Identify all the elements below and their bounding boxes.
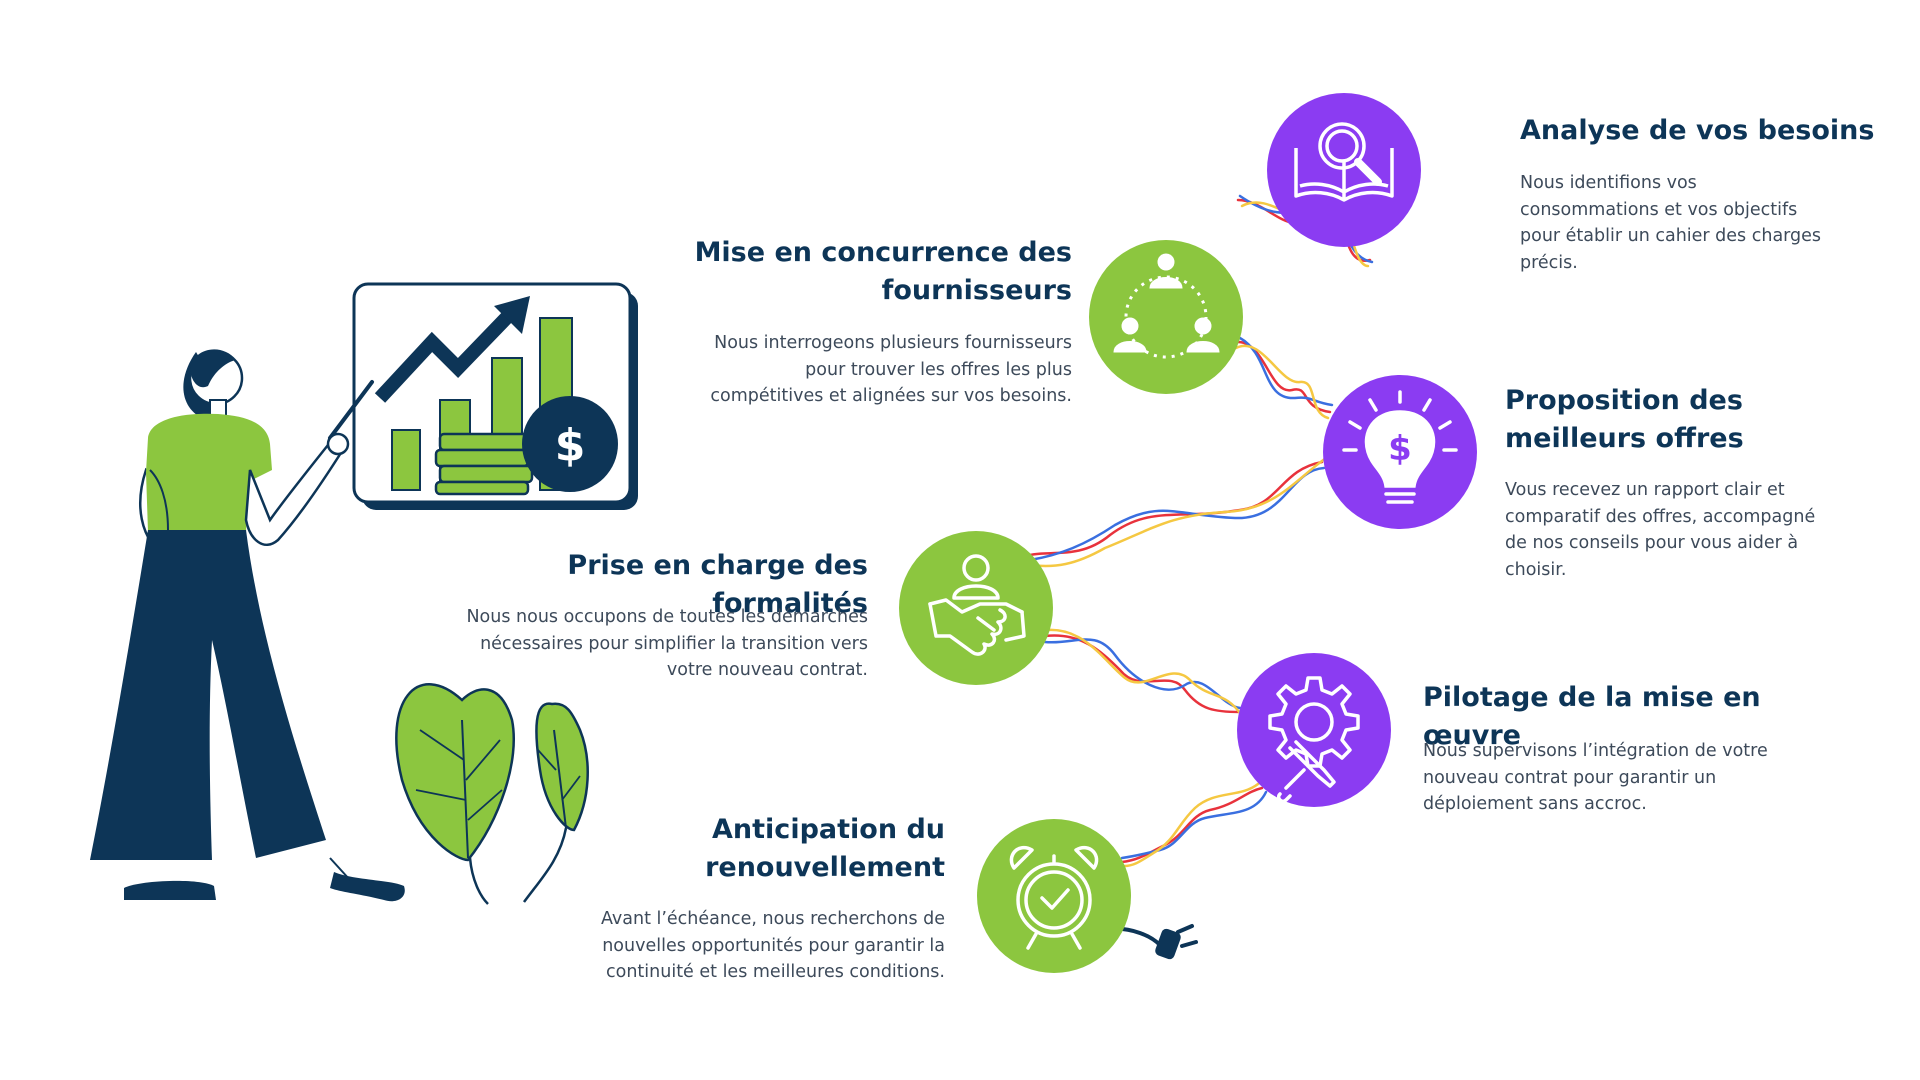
wire-prise-to-pilotage	[1043, 628, 1244, 718]
wire-proposition-to-prise	[1028, 456, 1328, 568]
wire-pilotage-to-anticipation	[1120, 782, 1268, 868]
lightbulb-dollar-icon	[1342, 390, 1458, 504]
network-people-icon	[1113, 253, 1220, 359]
step-title: Mise en concurrence des fournisseurs	[694, 237, 1072, 306]
alarm-clock-icon	[1009, 846, 1099, 950]
step-description: Avant l’échéance, nous recherchons de no…	[600, 909, 945, 982]
step-description: Nous supervisons l’intégration de votre …	[1423, 741, 1768, 814]
step-node-anticipation	[977, 819, 1131, 973]
wire-mise-to-proposition	[1234, 336, 1334, 420]
step-node-prise	[899, 531, 1053, 685]
plant-decoration	[395, 683, 589, 905]
step-description: Nous nous occupons de toutes les démarch…	[466, 607, 868, 680]
connector-wires	[1028, 194, 1374, 960]
step-title: Analyse de vos besoins	[1520, 115, 1875, 146]
gear-wrench-icon	[1268, 676, 1360, 804]
step-title: Pilotage de la mise en œuvre	[1423, 682, 1761, 751]
step-node-pilotage	[1237, 653, 1391, 807]
step-node-analyse	[1267, 93, 1421, 247]
book-magnifier-icon	[1294, 122, 1394, 202]
step-title: Proposition des meilleurs offres	[1505, 385, 1744, 454]
step-node-mise	[1089, 240, 1243, 394]
step-description: Nous interrogeons plusieurs fournisseurs…	[710, 333, 1072, 406]
step-description: Vous recevez un rapport clair et compara…	[1505, 480, 1816, 580]
step-node-proposition: $	[1323, 375, 1477, 529]
step-title: Prise en charge des formalités	[567, 550, 868, 619]
coin-dollar-symbol: $	[555, 420, 586, 471]
growth-chart-icon	[374, 296, 618, 496]
step-title: Anticipation du renouvellement	[705, 814, 945, 883]
bulb-dollar-symbol: $	[1388, 429, 1412, 469]
step-description: Nous identifions vos consommations et vo…	[1520, 173, 1822, 273]
presenter-illustration: $	[90, 282, 638, 905]
chart-board: $	[352, 282, 638, 510]
handshake-icon	[928, 554, 1026, 656]
presenter-woman	[90, 349, 405, 902]
